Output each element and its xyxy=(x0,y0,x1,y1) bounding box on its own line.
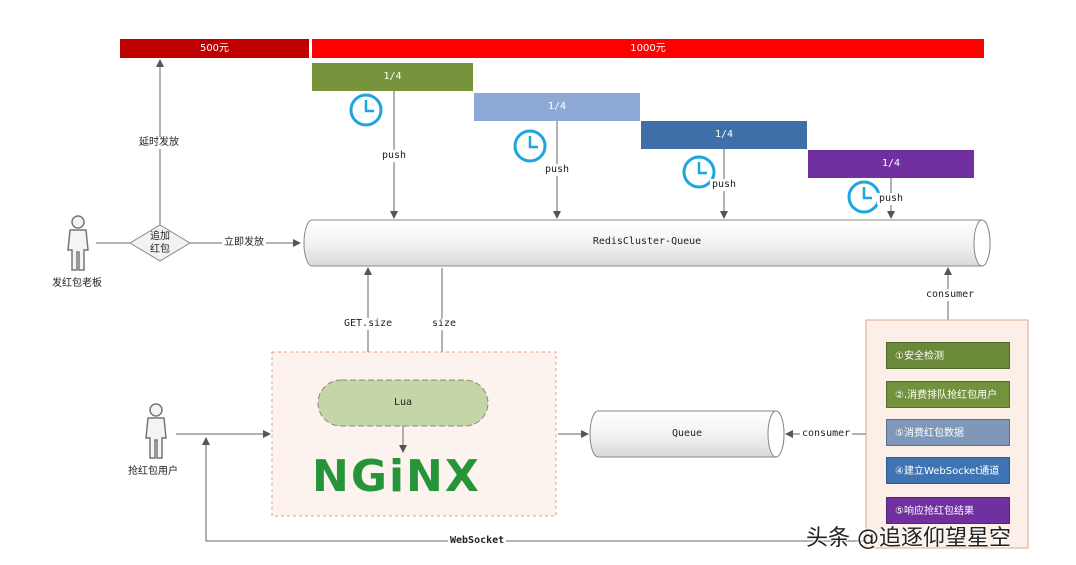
queue-label: Queue xyxy=(671,428,703,439)
budget-500-label: 500元 xyxy=(199,43,230,54)
step-4-label: ④建立WebSocket通道 xyxy=(895,466,1000,477)
user-label: 抢红包用户 xyxy=(128,466,178,477)
size-label: size xyxy=(430,318,459,330)
immediate-label: 立即发放 xyxy=(222,237,266,249)
step-2: ②.消费排队抢红包用户 xyxy=(886,381,1010,408)
budget-1000-label: 1000元 xyxy=(630,43,666,54)
step-1: ①安全检测 xyxy=(886,342,1010,369)
segment-3: 1/4 xyxy=(641,121,807,149)
step-4: ④建立WebSocket通道 xyxy=(886,457,1010,484)
redis-queue-cylinder xyxy=(303,219,991,267)
step-2-label: ②.消费排队抢红包用户 xyxy=(895,390,998,401)
clock-icon-4 xyxy=(847,180,881,214)
queue-cylinder xyxy=(589,410,785,458)
step-5-label: ⑤响应抢红包结果 xyxy=(895,506,974,517)
segment-4: 1/4 xyxy=(808,150,974,178)
delay-label: 延时发放 xyxy=(137,137,181,149)
user-figure xyxy=(145,403,167,459)
websocket-line xyxy=(202,437,866,542)
step-1-label: ①安全检测 xyxy=(895,351,944,362)
decision-diamond xyxy=(129,224,191,262)
segment-3-label: 1/4 xyxy=(714,129,734,140)
decision-label: 追加 红包 xyxy=(150,231,170,255)
step-5: ⑤响应抢红包结果 xyxy=(886,497,1010,524)
push-label-4: push xyxy=(877,193,906,205)
segment-1-label: 1/4 xyxy=(383,71,402,82)
consumer-label-top: consumer xyxy=(924,289,977,301)
push-label-3: push xyxy=(710,179,739,191)
push-label-1: push xyxy=(380,150,409,162)
boss-figure xyxy=(67,215,89,271)
step-3: ⑤消费红包数据 xyxy=(886,419,1010,446)
segment-2: 1/4 xyxy=(474,93,640,121)
step-3-label: ⑤消费红包数据 xyxy=(895,428,964,439)
segment-2-label: 1/4 xyxy=(547,101,567,112)
budget-500-bar: 500元 xyxy=(120,39,309,58)
clock-icon-2 xyxy=(513,129,547,163)
websocket-label: WebSocket xyxy=(448,535,507,547)
nginx-box xyxy=(271,351,557,517)
redis-queue-label: RedisCluster-Queue xyxy=(592,236,702,247)
clock-icon-1 xyxy=(349,93,383,127)
segment-4-label: 1/4 xyxy=(881,158,901,169)
budget-1000-bar: 1000元 xyxy=(312,39,984,58)
push-label-2: push xyxy=(543,164,572,176)
boss-label: 发红包老板 xyxy=(52,278,102,289)
consumer-label-bottom: consumer xyxy=(800,428,853,440)
watermark-caption: 头条 @追逐仰望星空 xyxy=(806,526,1011,551)
clock-icon-3 xyxy=(682,155,716,189)
get-size-label: GET.size xyxy=(342,318,395,330)
lua-label: Lua xyxy=(393,397,413,408)
nginx-logo: NGiNX xyxy=(312,451,481,502)
segment-1: 1/4 xyxy=(312,63,473,91)
